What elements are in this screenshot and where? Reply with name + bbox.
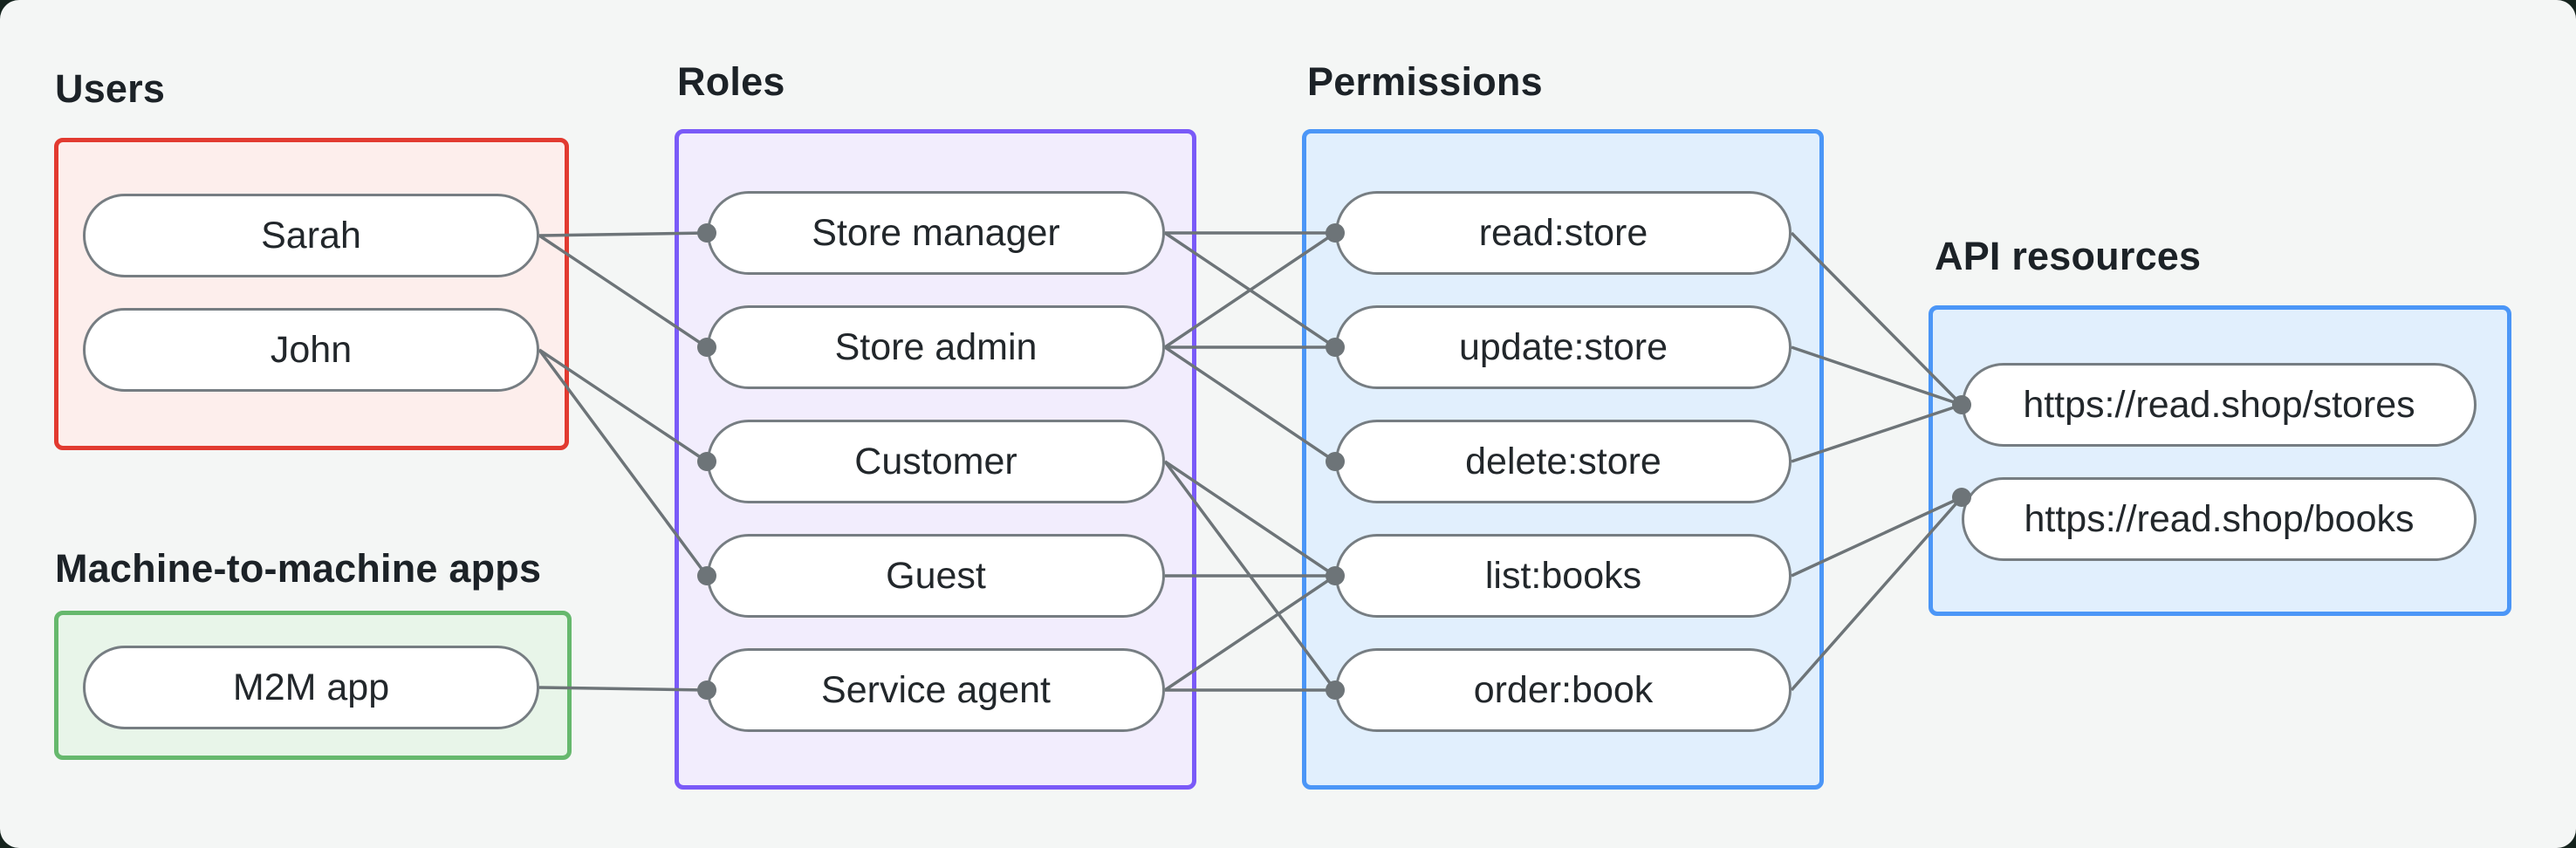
node-role-store-manager[interactable]: Store manager — [707, 191, 1165, 275]
node-role-store-admin[interactable]: Store admin — [707, 305, 1165, 389]
node-m2m-app[interactable]: M2M app — [83, 646, 539, 729]
node-user-sarah[interactable]: Sarah — [83, 194, 539, 277]
m2m-group-label: Machine-to-machine apps — [55, 546, 542, 591]
node-permission-list-books-label: list:books — [1484, 554, 1642, 597]
node-permission-list-books[interactable]: list:books — [1335, 534, 1792, 618]
node-role-guest-label: Guest — [886, 554, 986, 597]
node-role-customer-label: Customer — [854, 440, 1017, 482]
api-resources-group-box — [1929, 305, 2511, 616]
node-user-john-label: John — [270, 328, 353, 371]
node-permission-delete-store[interactable]: delete:store — [1335, 420, 1792, 503]
node-api-resource-stores[interactable]: https://read.shop/stores — [1962, 363, 2477, 447]
node-role-guest[interactable]: Guest — [707, 534, 1165, 618]
node-permission-order-book[interactable]: order:book — [1335, 648, 1792, 732]
node-permission-delete-store-label: delete:store — [1465, 440, 1661, 482]
users-group-box — [54, 138, 569, 450]
node-role-service-agent[interactable]: Service agent — [707, 648, 1165, 732]
node-m2m-app-label: M2M app — [232, 666, 390, 708]
roles-group-label: Roles — [677, 59, 785, 104]
node-permission-update-store[interactable]: update:store — [1335, 305, 1792, 389]
permissions-group-label: Permissions — [1307, 59, 1543, 104]
node-role-service-agent-label: Service agent — [821, 668, 1051, 711]
api-resources-group-label: API resources — [1935, 234, 2202, 278]
node-user-john[interactable]: John — [83, 308, 539, 392]
node-permission-read-store[interactable]: read:store — [1335, 191, 1792, 275]
node-role-customer[interactable]: Customer — [707, 420, 1165, 503]
node-role-store-admin-label: Store admin — [834, 325, 1038, 368]
node-user-sarah-label: Sarah — [261, 214, 361, 256]
node-permission-update-store-label: update:store — [1458, 325, 1668, 368]
node-permission-read-store-label: read:store — [1478, 211, 1648, 254]
node-role-store-manager-label: Store manager — [812, 211, 1060, 254]
node-api-resource-books[interactable]: https://read.shop/books — [1962, 477, 2477, 561]
node-permission-order-book-label: order:book — [1473, 668, 1654, 711]
node-api-resource-stores-label: https://read.shop/stores — [2023, 383, 2415, 426]
node-api-resource-books-label: https://read.shop/books — [2024, 497, 2415, 540]
users-group-label: Users — [55, 66, 166, 111]
